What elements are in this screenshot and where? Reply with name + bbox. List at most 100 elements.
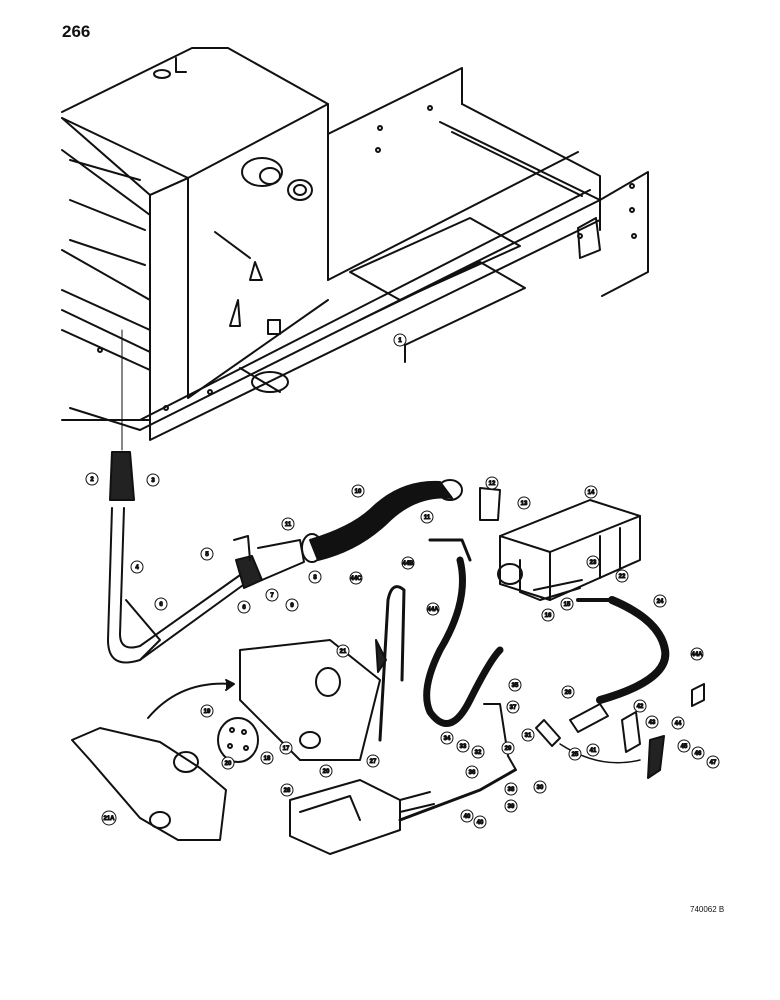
- callout-8: 8: [308, 570, 322, 584]
- svg-text:44A: 44A: [691, 652, 703, 658]
- callout-26: 26: [561, 685, 575, 699]
- callout-38: 38: [504, 782, 518, 796]
- callout-13: 13: [517, 496, 531, 510]
- callout-46: 46: [691, 746, 705, 760]
- callout-19: 19: [200, 704, 214, 718]
- callout-42: 42: [633, 699, 647, 713]
- svg-text:43: 43: [649, 720, 656, 726]
- callout-20b: 20: [319, 764, 333, 778]
- callout-16: 16: [541, 608, 555, 622]
- svg-text:21: 21: [340, 649, 347, 655]
- return-hose: [423, 538, 504, 727]
- svg-text:14: 14: [588, 490, 595, 496]
- svg-text:3: 3: [151, 478, 155, 484]
- svg-text:17: 17: [283, 746, 290, 752]
- callout-40a: 40: [460, 809, 474, 823]
- svg-text:40: 40: [477, 820, 484, 826]
- svg-text:15: 15: [564, 602, 571, 608]
- callout-44a-right: 44A: [690, 647, 704, 661]
- svg-text:25: 25: [572, 752, 579, 758]
- svg-text:44A: 44A: [427, 607, 439, 613]
- callout-1: 1: [393, 333, 407, 347]
- svg-text:31: 31: [525, 733, 532, 739]
- svg-text:16: 16: [545, 613, 552, 619]
- svg-text:5: 5: [205, 552, 209, 558]
- svg-text:46: 46: [695, 751, 702, 757]
- callout-group: 1 2 3 4 5 6 6 7 8 9 10 11 11 12 13 14 15…: [85, 333, 720, 829]
- svg-text:37: 37: [510, 705, 517, 711]
- svg-text:44: 44: [675, 721, 682, 727]
- svg-text:38: 38: [508, 787, 515, 793]
- svg-text:21A: 21A: [103, 816, 115, 822]
- orbital-motor: [217, 717, 259, 763]
- callout-44: 44: [671, 716, 685, 730]
- callout-5: 5: [200, 547, 214, 561]
- callout-11b: 11: [420, 510, 434, 524]
- svg-text:28: 28: [284, 788, 291, 794]
- svg-text:6: 6: [242, 605, 246, 611]
- callout-37: 37: [506, 700, 520, 714]
- callout-41: 41: [586, 743, 600, 757]
- callout-29: 29: [501, 741, 515, 755]
- callout-22: 22: [615, 569, 629, 583]
- svg-text:47: 47: [710, 760, 717, 766]
- svg-text:24: 24: [657, 599, 664, 605]
- page-number: 266: [62, 22, 91, 41]
- callout-24: 24: [653, 594, 667, 608]
- svg-text:18: 18: [264, 756, 271, 762]
- callout-12: 12: [485, 476, 499, 490]
- callout-23: 23: [586, 555, 600, 569]
- callout-32: 32: [471, 745, 485, 759]
- callout-44c: 44C: [349, 571, 363, 585]
- callout-21: 21: [336, 644, 350, 658]
- loader-frame: [61, 47, 649, 451]
- callout-21a: 21A: [101, 810, 117, 826]
- svg-text:11: 11: [424, 515, 431, 521]
- svg-text:12: 12: [489, 481, 496, 487]
- svg-text:11: 11: [285, 522, 292, 528]
- hydraulic-pump: [497, 499, 641, 601]
- callout-45: 45: [677, 739, 691, 753]
- svg-text:40: 40: [464, 814, 471, 820]
- svg-text:34: 34: [444, 736, 451, 742]
- callout-40b: 40: [473, 815, 487, 829]
- callout-28: 28: [280, 783, 294, 797]
- callout-35: 35: [508, 678, 522, 692]
- svg-text:32: 32: [475, 750, 482, 756]
- fittings-right: [483, 579, 705, 779]
- callout-4: 4: [130, 560, 144, 574]
- callout-2: 2: [85, 472, 99, 486]
- svg-text:20: 20: [323, 769, 330, 775]
- svg-text:2: 2: [90, 477, 94, 483]
- svg-text:36: 36: [469, 770, 476, 776]
- svg-text:27: 27: [370, 759, 377, 765]
- tube-loop: [375, 585, 406, 742]
- callout-44b: 44B: [401, 556, 415, 570]
- svg-text:44C: 44C: [350, 576, 362, 582]
- svg-text:19: 19: [204, 709, 211, 715]
- callout-39: 39: [504, 799, 518, 813]
- svg-text:26: 26: [565, 690, 572, 696]
- svg-text:22: 22: [619, 574, 626, 580]
- mounting-plate: [239, 639, 381, 761]
- svg-text:39: 39: [508, 804, 515, 810]
- svg-text:44B: 44B: [402, 561, 414, 567]
- callout-17: 17: [279, 741, 293, 755]
- callout-20a: 20: [221, 756, 235, 770]
- drawing-code: 740062 B: [690, 905, 725, 914]
- svg-text:8: 8: [313, 575, 317, 581]
- callout-34: 34: [440, 731, 454, 745]
- suction-hose: [301, 479, 501, 563]
- svg-text:13: 13: [521, 501, 528, 507]
- callout-27: 27: [366, 754, 380, 768]
- svg-text:42: 42: [637, 704, 644, 710]
- callout-33: 33: [456, 739, 470, 753]
- callout-18: 18: [260, 751, 274, 765]
- callout-44a-left: 44A: [426, 602, 440, 616]
- callout-3: 3: [146, 473, 160, 487]
- svg-text:29: 29: [505, 746, 512, 752]
- callout-31: 31: [521, 728, 535, 742]
- callout-11a: 11: [281, 517, 295, 531]
